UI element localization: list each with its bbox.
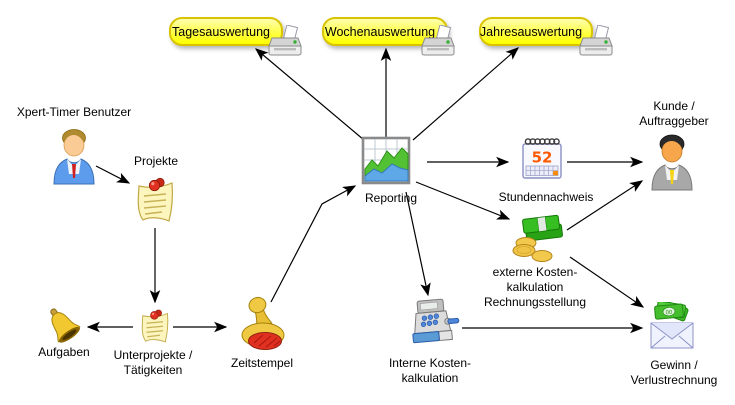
arrow-user-projekte — [95, 165, 131, 184]
interne-kosten-label: Interne Kosten- kalkulation — [388, 356, 472, 385]
bell-icon — [45, 305, 83, 345]
printer-icon — [266, 25, 304, 59]
unterprojekte-label: Unterprojekte / Tätigkeiten — [113, 348, 193, 377]
projekte-label: Projekte — [133, 154, 179, 168]
report-box-jahresauswertung: Jahresauswertung — [479, 17, 593, 46]
wochenauswertung-label: Wochenauswertung — [324, 24, 436, 39]
svg-text:00: 00 — [665, 310, 673, 317]
zeitstempel-label: Zeitstempel — [230, 356, 294, 370]
arrow-reporting-tagesauswertung — [254, 48, 365, 141]
kunde-label: Kunde / Auftraggeber — [639, 99, 709, 128]
arrow-reporting-jahresauswertung — [412, 47, 519, 141]
money-icon — [512, 214, 568, 264]
cash-register-icon — [405, 298, 461, 350]
externe-kosten-label: externe Kosten- kalkulation Rechnungsste… — [483, 265, 587, 309]
arrow-zeitstempel-reporting — [270, 185, 357, 303]
stamp-icon — [230, 296, 292, 354]
person-gray-icon — [648, 132, 696, 192]
arrow-externe-gewinn — [569, 256, 645, 308]
user-label: Xpert-Timer Benutzer — [16, 105, 132, 119]
report-box-tagesauswertung: Tagesauswertung — [169, 17, 283, 46]
aufgaben-label: Aufgaben — [38, 345, 90, 359]
calendar-number: 52 — [532, 149, 553, 167]
gewinn-label: Gewinn / Verlustrechnung — [630, 358, 718, 387]
reporting-label: Reporting — [364, 191, 418, 205]
calendar-icon: 52 — [517, 135, 567, 183]
arrow-reporting-externe — [415, 181, 511, 220]
note-pushpin-icon — [130, 175, 178, 227]
jahresauswertung-label: Jahresauswertung — [479, 24, 583, 39]
printer-icon — [577, 25, 615, 59]
arrow-externe-kunde — [566, 180, 644, 231]
arrow-reporting-interne — [405, 191, 431, 297]
envelope-money-icon: 00 — [645, 302, 699, 354]
printer-icon — [419, 25, 457, 59]
note-pushpin-icon — [136, 306, 172, 348]
tagesauswertung-label: Tagesauswertung — [172, 24, 270, 39]
person-blue-icon — [50, 126, 98, 186]
stundennachweis-label: Stundennachweis — [498, 190, 594, 204]
chart-icon — [361, 136, 413, 187]
